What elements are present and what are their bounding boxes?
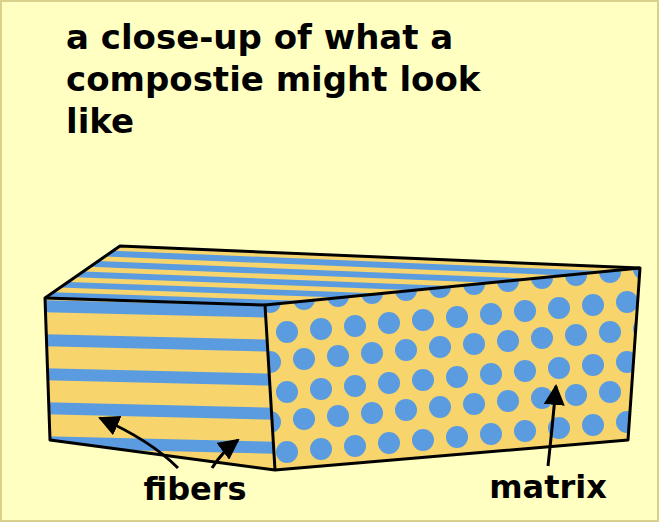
part-label: matrix <box>489 468 607 506</box>
part-label: fibers <box>143 470 246 508</box>
fiber-layers <box>30 300 290 488</box>
cross-section <box>265 268 640 470</box>
title: a close-up of what a compostie might loo… <box>66 16 496 142</box>
block-outline <box>45 246 640 470</box>
fiber-ends <box>259 258 659 463</box>
leader-lines <box>100 386 556 468</box>
